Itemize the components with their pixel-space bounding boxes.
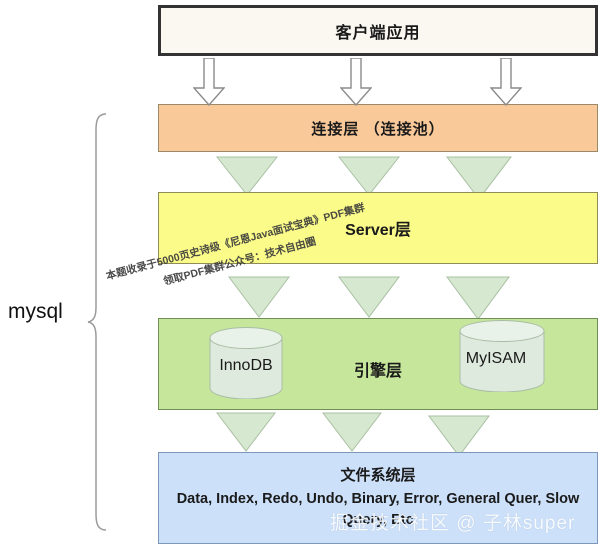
triangle-down-server-engine-3	[446, 276, 510, 320]
layer-connection-pool: 连接层 （连接池）	[158, 104, 598, 152]
block-arrow-down-3	[490, 58, 522, 106]
triangle-down-conn-server-2	[338, 156, 400, 196]
layer-connection-label: 连接层 （连接池）	[311, 120, 445, 138]
layer-client-label: 客户端应用	[335, 24, 421, 42]
layer-file-system-label: 文件系统层	[340, 467, 416, 484]
triangle-down-server-engine-1	[228, 276, 290, 318]
triangle-down-conn-server-1	[216, 156, 278, 196]
scope-brace-mysql	[86, 112, 108, 532]
layer-server: Server层	[158, 192, 598, 264]
layer-client-application: 客户端应用	[158, 5, 598, 56]
cylinder-innodb: InnoDB	[208, 327, 284, 399]
triangle-down-engine-fs-3	[428, 415, 490, 457]
layer-file-system: 文件系统层 Data, Index, Redo, Undo, Binary, E…	[158, 452, 598, 544]
cylinder-myisam: MyISAM	[458, 320, 545, 392]
block-arrow-down-1	[193, 58, 225, 106]
layer-engine-label: 引擎层	[353, 363, 402, 380]
layer-server-label: Server层	[345, 222, 411, 239]
triangle-down-conn-server-3	[446, 156, 512, 200]
triangle-down-engine-fs-2	[322, 412, 382, 452]
triangle-down-server-engine-2	[338, 276, 400, 318]
triangle-down-engine-fs-1	[216, 412, 276, 452]
mysql-scope-label: mysql	[8, 300, 63, 323]
layer-file-system-detail: Data, Index, Redo, Undo, Binary, Error, …	[176, 490, 580, 528]
block-arrow-down-2	[340, 58, 372, 106]
